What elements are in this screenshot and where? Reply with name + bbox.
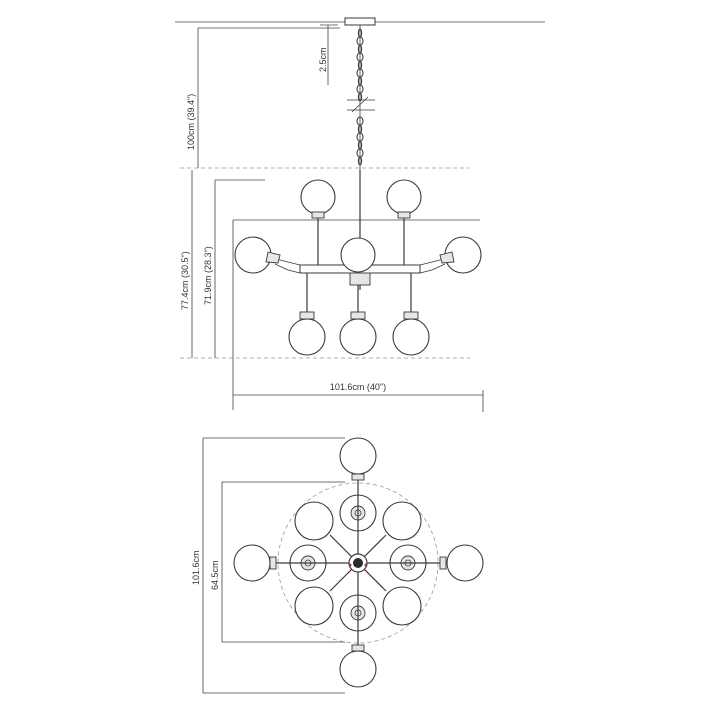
front-globe-left (234, 236, 281, 274)
dim-label-width-top-inner: 64.5cm (210, 560, 220, 590)
top-globe-outer-top (339, 437, 377, 481)
dim-label-width-front: 101.6cm (40") (330, 382, 386, 392)
top-globe-outer-right (439, 544, 484, 582)
top-globe-outer-left (233, 544, 277, 582)
ceiling-canopy (344, 17, 376, 26)
chain (356, 25, 364, 170)
front-globe-lower-right (392, 311, 430, 356)
chain-link (357, 156, 363, 166)
top-globe-diag-ul (294, 501, 334, 541)
hub-block (349, 272, 371, 286)
dim-label-canopy-height: 2.5cm (318, 47, 328, 72)
front-globe-upper-left (300, 179, 336, 219)
dim-label-body-height: 71.9cm (28.3") (203, 246, 213, 305)
front-view: 2.5cm 100cm (39.4") 77.4cm (30.5") 71.9c… (175, 17, 545, 412)
top-globe-outer-bottom (339, 644, 377, 688)
dim-label-chain-length: 100cm (39.4") (186, 94, 196, 150)
dim-label-overall-height: 77.4cm (30.5") (180, 251, 190, 310)
front-globe-upper-right (386, 179, 422, 219)
top-view-hub (348, 553, 368, 573)
top-globe-diag-lr (382, 586, 422, 626)
front-globe-right (439, 236, 482, 274)
dim-label-width-top-outer: 101.6cm (191, 550, 201, 585)
front-globe-center (340, 237, 376, 273)
hub-accent-dot (348, 563, 352, 567)
top-globe-diag-ur (382, 501, 422, 541)
top-view: 101.6cm 64.5cm (191, 437, 484, 694)
chain-break-mark (347, 96, 375, 113)
front-globe-lower-center (339, 285, 377, 356)
chain-link (357, 92, 363, 102)
front-globe-lower-left (288, 311, 326, 356)
top-globe-diag-ll (294, 586, 334, 626)
